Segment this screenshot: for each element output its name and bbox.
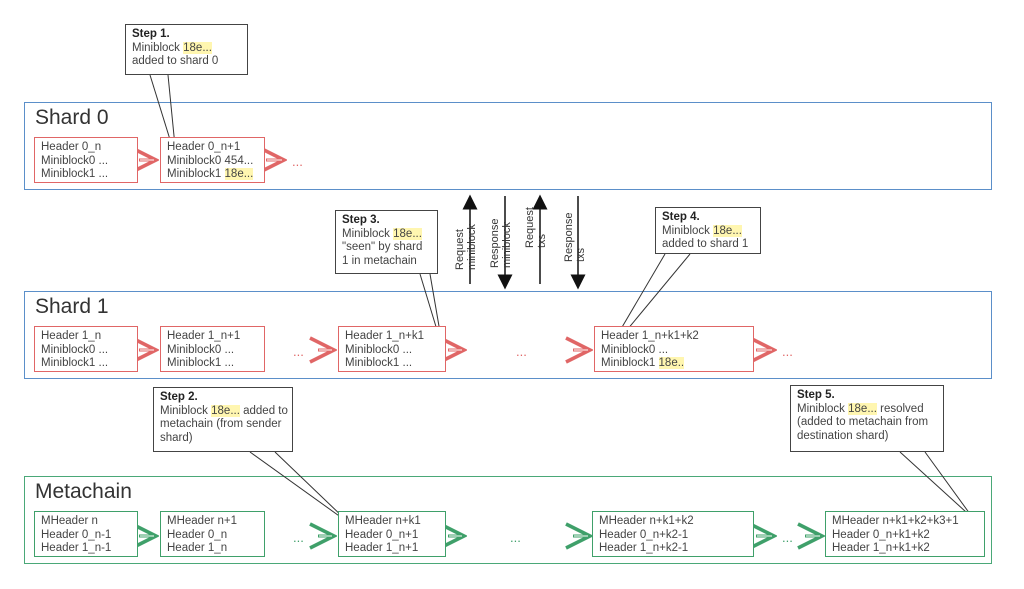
- block-miniblock0: Miniblock0 ...: [345, 343, 413, 356]
- block-header-1: Header 1_n+k2-1: [599, 542, 689, 554]
- block-header-1: Header 1_n-1: [41, 542, 112, 554]
- miniblock-hash-highlight: 18e...: [713, 224, 742, 237]
- shard-0-ellipsis: ...: [292, 154, 303, 169]
- block-header-0: Header 0_n+k1+k2: [832, 528, 930, 541]
- block-miniblock1: Miniblock1 ...: [345, 357, 413, 369]
- block-header: Header 1_n+1: [167, 330, 241, 342]
- block-miniblock0: Miniblock0 ...: [41, 154, 109, 167]
- miniblock-hash-highlight: 18e...: [224, 168, 254, 180]
- shard-0-title: Shard 0: [35, 106, 109, 129]
- block-header-1: Header 1_n+1: [345, 542, 419, 554]
- metachain-block-nk1: MHeader n+k1 Header 0_n+1 Header 1_n+1: [338, 511, 446, 557]
- miniblock-hash-highlight: 18e...: [393, 227, 422, 240]
- step-3-callout: Step 3. Miniblock 18e... "seen" by shard…: [335, 210, 438, 274]
- block-mheader: MHeader n: [41, 515, 98, 527]
- metachain-title: Metachain: [35, 480, 132, 503]
- block-header: Header 1_n+k1: [345, 330, 424, 342]
- metachain-ellipsis-3: ...: [782, 530, 793, 545]
- block-header-1: Header 1_n+k1+k2: [832, 542, 930, 554]
- block-header: Header 1_n+k1+k2: [601, 330, 699, 342]
- block-header-1: Header 1_n: [167, 542, 228, 554]
- metachain-ellipsis-1: ...: [293, 530, 304, 545]
- shard-1-ellipsis-2: ...: [516, 344, 527, 359]
- block-miniblock1: Miniblock1 18e...: [167, 168, 254, 180]
- step-3-title: Step 3.: [342, 214, 380, 226]
- metachain-block-n: MHeader n Header 0_n-1 Header 1_n-1: [34, 511, 138, 557]
- step-1-title: Step 1.: [132, 28, 170, 40]
- step-2-callout: Step 2. Miniblock 18e... added to metach…: [153, 387, 293, 452]
- block-mheader: MHeader n+k1+k2: [599, 515, 694, 527]
- metachain-block-nk1k2k3: MHeader n+k1+k2+k3+1 Header 0_n+k1+k2 He…: [825, 511, 985, 557]
- step-2-title: Step 2.: [160, 391, 198, 403]
- shard-1-ellipsis-1: ...: [293, 344, 304, 359]
- shard-1-block-nk1k2: Header 1_n+k1+k2 Miniblock0 ... Minibloc…: [594, 326, 754, 372]
- step-4-title: Step 4.: [662, 211, 700, 223]
- metachain-ellipsis-2: ...: [510, 530, 521, 545]
- shard-0-block-n1: Header 0_n+1 Miniblock0 454... Miniblock…: [160, 137, 265, 183]
- miniblock-hash-highlight: 18e...: [848, 402, 877, 415]
- shard-1-ellipsis-3: ...: [782, 344, 793, 359]
- block-miniblock1: Miniblock1 18e..: [601, 357, 685, 369]
- metachain-block-n1: MHeader n+1 Header 0_n Header 1_n: [160, 511, 265, 557]
- step-5-title: Step 5.: [797, 389, 835, 401]
- step-5-callout: Step 5. Miniblock 18e... resolved (added…: [790, 385, 944, 452]
- step-1-callout: Step 1. Miniblock 18e... added to shard …: [125, 24, 248, 75]
- block-header-0: Header 0_n: [167, 528, 228, 541]
- block-miniblock0: Miniblock0 454...: [167, 154, 254, 167]
- block-header-0: Header 0_n+k2-1: [599, 528, 689, 541]
- shard-1-title: Shard 1: [35, 295, 109, 318]
- block-header-0: Header 0_n-1: [41, 528, 112, 541]
- step-4-callout: Step 4. Miniblock 18e... added to shard …: [655, 207, 761, 254]
- miniblock-hash-highlight: 18e...: [183, 41, 212, 54]
- metachain-block-nk1k2: MHeader n+k1+k2 Header 0_n+k2-1 Header 1…: [592, 511, 754, 557]
- block-miniblock0: Miniblock0 ...: [601, 343, 669, 356]
- miniblock-hash-highlight: 18e..: [658, 357, 685, 369]
- block-miniblock0: Miniblock0 ...: [41, 343, 109, 356]
- block-header: Header 0_n: [41, 141, 102, 153]
- block-header: Header 0_n+1: [167, 141, 241, 153]
- block-mheader: MHeader n+1: [167, 515, 237, 527]
- shard-1-block-n1: Header 1_n+1 Miniblock0 ... Miniblock1 .…: [160, 326, 265, 372]
- block-header-0: Header 0_n+1: [345, 528, 419, 541]
- block-miniblock1: Miniblock1 ...: [41, 357, 109, 369]
- block-header: Header 1_n: [41, 330, 102, 342]
- shard-1-block-n: Header 1_n Miniblock0 ... Miniblock1 ...: [34, 326, 138, 372]
- shard-0-block-n: Header 0_n Miniblock0 ... Miniblock1 ...: [34, 137, 138, 183]
- miniblock-hash-highlight: 18e...: [211, 404, 240, 417]
- shard-1-block-nk1: Header 1_n+k1 Miniblock0 ... Miniblock1 …: [338, 326, 446, 372]
- block-mheader: MHeader n+k1+k2+k3+1: [832, 515, 959, 527]
- block-miniblock0: Miniblock0 ...: [167, 343, 235, 356]
- block-miniblock1: Miniblock1 ...: [167, 357, 235, 369]
- block-mheader: MHeader n+k1: [345, 515, 421, 527]
- block-miniblock1: Miniblock1 ...: [41, 168, 109, 180]
